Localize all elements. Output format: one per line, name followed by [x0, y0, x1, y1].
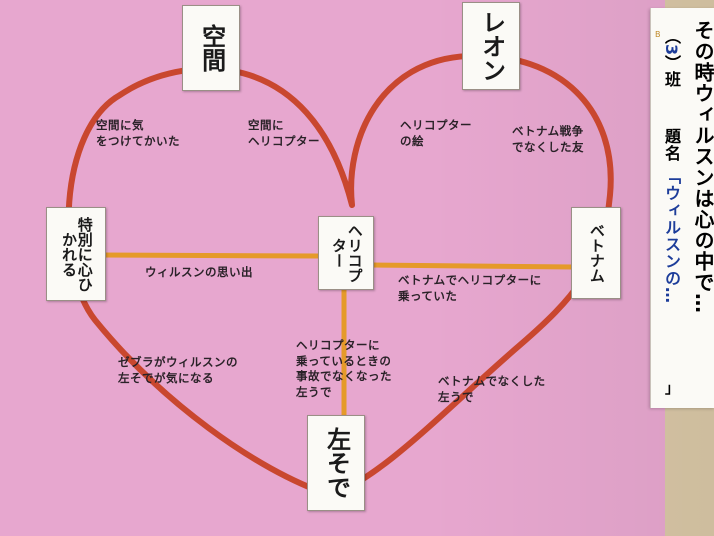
card-bottom: 左そで	[307, 415, 365, 511]
note-kukan-ki: 空間に気 をつけてかいた	[96, 118, 180, 148]
note-zebra-sleeve: ゼブラがウィルスンの 左そでが気になる	[118, 355, 238, 385]
close-bracket: 」	[665, 381, 679, 397]
horizontal-line-left	[99, 252, 319, 259]
horizontal-line-right	[372, 262, 574, 270]
card-top-left: 空間	[182, 5, 240, 91]
note-accident-arm: ヘリコプターに 乗っているときの 事故でなくなった 左うで	[296, 338, 392, 399]
note-vietnam-friend: ベトナム戦争 でなくした友	[512, 124, 584, 154]
group-label: （3）班	[662, 28, 681, 88]
card-right: ベトナム	[571, 207, 621, 299]
note-heli-e: ヘリコプター の絵	[400, 118, 472, 148]
sheet-title: その時ウィルスンは心の中で…	[691, 20, 714, 314]
note-vietnam-heli: ベトナムでヘリコプターに 乗っていた	[398, 273, 542, 303]
subject-topic: 「ウィルスンの…	[662, 168, 681, 304]
note-kukan-heli: 空間に ヘリコプター	[248, 118, 320, 148]
note-wilson-memory: ウィルスンの思い出	[145, 265, 253, 279]
title-sheet: その時ウィルスンは心の中で… （3）班 題名 「ウィルスンの… 」 B	[650, 8, 714, 408]
subject-label: 題名	[662, 128, 681, 162]
card-left: 特別に心ひかれる	[46, 207, 106, 301]
card-top-right: レオン	[462, 2, 520, 90]
card-center: ヘリコプター	[318, 216, 374, 290]
note-vietnam-arm: ベトナムでなくした 左うで	[438, 374, 546, 404]
small-mark: B	[655, 30, 661, 39]
